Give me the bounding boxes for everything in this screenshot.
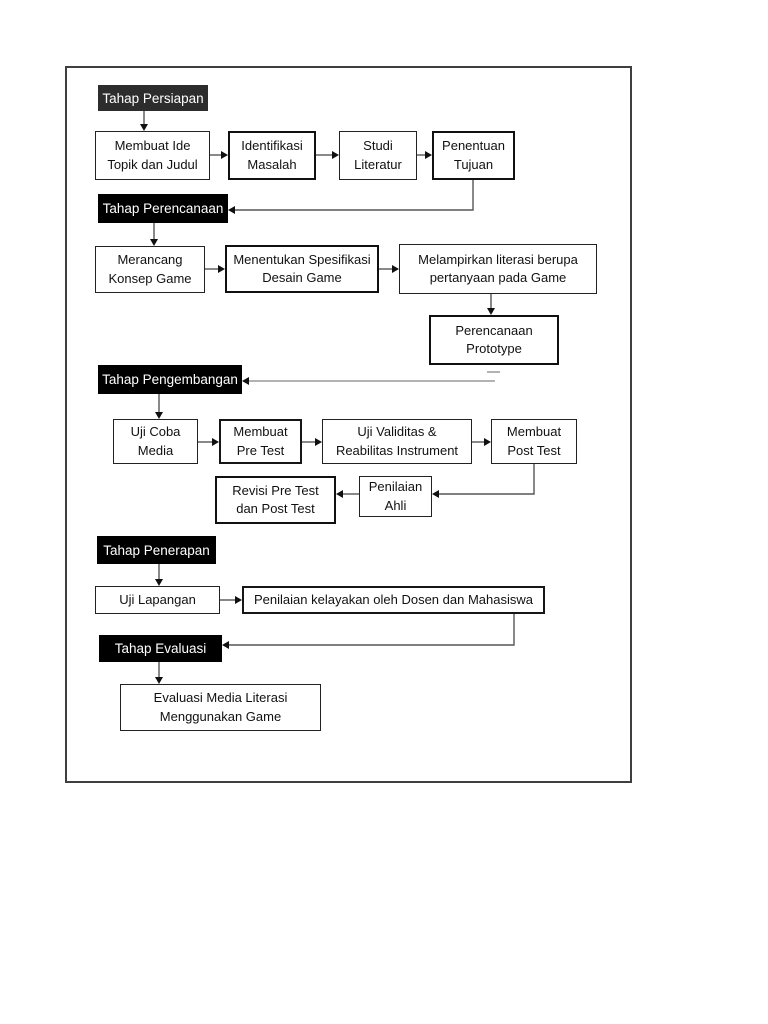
step-text: dan Post Test xyxy=(236,501,315,516)
phase-label: Tahap Persiapan xyxy=(102,90,204,106)
step-text: Menggunakan Game xyxy=(159,708,282,724)
phase-tahap-perencanaan: Tahap Perencanaan xyxy=(98,194,228,223)
step-text: Melampirkan literasi berupa xyxy=(418,251,578,267)
step-text: Membuat xyxy=(506,424,562,440)
arrowhead-left-revisi xyxy=(336,490,343,498)
arrowhead-right-studi xyxy=(332,151,339,159)
step-uji-lapangan: Uji Lapangan xyxy=(95,586,220,614)
step-menentukan-spesifikasi: Menentukan Spesifikasi Desain Game xyxy=(225,245,379,293)
phase-label: Tahap Pengembangan xyxy=(102,372,238,387)
step-text: Topik dan Judul xyxy=(107,156,198,172)
step-text: Literatur xyxy=(354,156,402,172)
step-text: Uji Validitas & xyxy=(357,424,437,440)
arrowhead-left-pengembangan xyxy=(242,377,249,385)
arrowhead-left-penilaian-ahli xyxy=(432,490,439,498)
step-text: Perencanaan xyxy=(455,322,533,338)
arrowhead-right-validitas xyxy=(315,438,322,446)
arrowhead-right-kelayakan xyxy=(235,596,242,604)
step-text: Revisi Pre Test xyxy=(232,482,319,498)
flowchart-frame: Tahap Persiapan Tahap Perencanaan Tahap … xyxy=(65,66,632,783)
step-text: Uji Coba xyxy=(130,424,181,440)
arrowhead-down-ujilapangan xyxy=(155,579,163,586)
step-penentuan-tujuan: Penentuan Tujuan xyxy=(432,131,515,180)
arrowhead-left-perencanaan xyxy=(228,206,235,214)
arrowhead-down-prototype xyxy=(487,308,495,315)
arrowhead-down-evaluasi-media xyxy=(155,677,163,684)
connector-penentuan-to-perencanaan xyxy=(235,180,474,211)
phase-tahap-persiapan: Tahap Persiapan xyxy=(98,85,208,111)
arrowhead-down-merancang xyxy=(150,239,158,246)
step-membuat-pre-test: Membuat Pre Test xyxy=(219,419,302,464)
phase-tahap-penerapan: Tahap Penerapan xyxy=(97,536,216,564)
step-text: Tujuan xyxy=(453,156,494,172)
arrowhead-down-membuat-ide xyxy=(140,124,148,131)
step-membuat-post-test: Membuat Post Test xyxy=(491,419,577,464)
arrowhead-right-posttest xyxy=(484,438,491,446)
step-text: Masalah xyxy=(247,156,297,172)
step-text: Penentuan xyxy=(442,138,505,154)
step-uji-validitas: Uji Validitas & Reabilitas Instrument xyxy=(322,419,472,464)
step-text: Uji Lapangan xyxy=(119,591,196,607)
step-merancang-konsep: Merancang Konsep Game xyxy=(95,246,205,293)
step-text: pertanyaan pada Game xyxy=(429,270,567,285)
step-text: Merancang xyxy=(117,252,183,268)
step-perencanaan-prototype: Perencanaan Prototype xyxy=(429,315,559,365)
step-penilaian-ahli: Penilaian Ahli xyxy=(359,476,432,517)
step-text: Reabilitas Instrument xyxy=(335,442,459,458)
step-text: Pre Test xyxy=(236,442,285,458)
step-uji-coba-media: Uji Coba Media xyxy=(113,419,198,464)
phase-label: Tahap Evaluasi xyxy=(114,641,207,656)
step-text: Penilaian xyxy=(368,479,423,495)
step-text: Konsep Game xyxy=(108,270,192,286)
connector-kelayakan-to-evaluasi xyxy=(229,614,515,646)
step-membuat-ide: Membuat Ide Topik dan Judul xyxy=(95,131,210,180)
step-studi-literatur: Studi Literatur xyxy=(339,131,417,180)
step-text: Evaluasi Media Literasi xyxy=(153,690,288,706)
flowchart-connectors xyxy=(140,111,535,684)
arrowhead-right-penentuan xyxy=(425,151,432,159)
arrowhead-right-menentukan xyxy=(218,265,225,273)
step-text: Ahli xyxy=(384,497,407,513)
arrowhead-down-ujicoba xyxy=(155,412,163,419)
phase-tahap-evaluasi: Tahap Evaluasi xyxy=(99,635,222,662)
step-text: Post Test xyxy=(507,442,561,458)
step-identifikasi-masalah: Identifikasi Masalah xyxy=(228,131,316,180)
arrowhead-right-pretest xyxy=(212,438,219,446)
step-text: Studi xyxy=(363,138,393,154)
step-revisi-pre-post: Revisi Pre Test dan Post Test xyxy=(215,476,336,524)
phase-label: Tahap Perencanaan xyxy=(102,201,224,216)
step-melampirkan-literasi: Melampirkan literasi berupa pertanyaan p… xyxy=(399,244,597,294)
arrowhead-left-evaluasi xyxy=(222,641,229,649)
connector-posttest-to-penilaian-ahli xyxy=(439,464,535,495)
step-text: Desain Game xyxy=(262,270,342,285)
step-text: Identifikasi xyxy=(241,138,303,154)
phase-label: Tahap Penerapan xyxy=(103,542,210,558)
phase-tahap-pengembangan: Tahap Pengembangan xyxy=(98,365,242,394)
step-penilaian-kelayakan: Penilaian kelayakan oleh Dosen dan Mahas… xyxy=(242,586,545,614)
step-text: Menentukan Spesifikasi xyxy=(233,251,371,267)
step-text: Penilaian kelayakan oleh Dosen dan Mahas… xyxy=(254,591,533,607)
arrowhead-right-melampirkan xyxy=(392,265,399,273)
step-text: Membuat Ide xyxy=(114,138,191,154)
step-text: Prototype xyxy=(466,341,522,356)
step-text: Membuat xyxy=(233,424,288,440)
arrowhead-right-identifikasi xyxy=(221,151,228,159)
step-evaluasi-media: Evaluasi Media Literasi Menggunakan Game xyxy=(120,684,321,731)
step-text: Media xyxy=(137,442,174,458)
